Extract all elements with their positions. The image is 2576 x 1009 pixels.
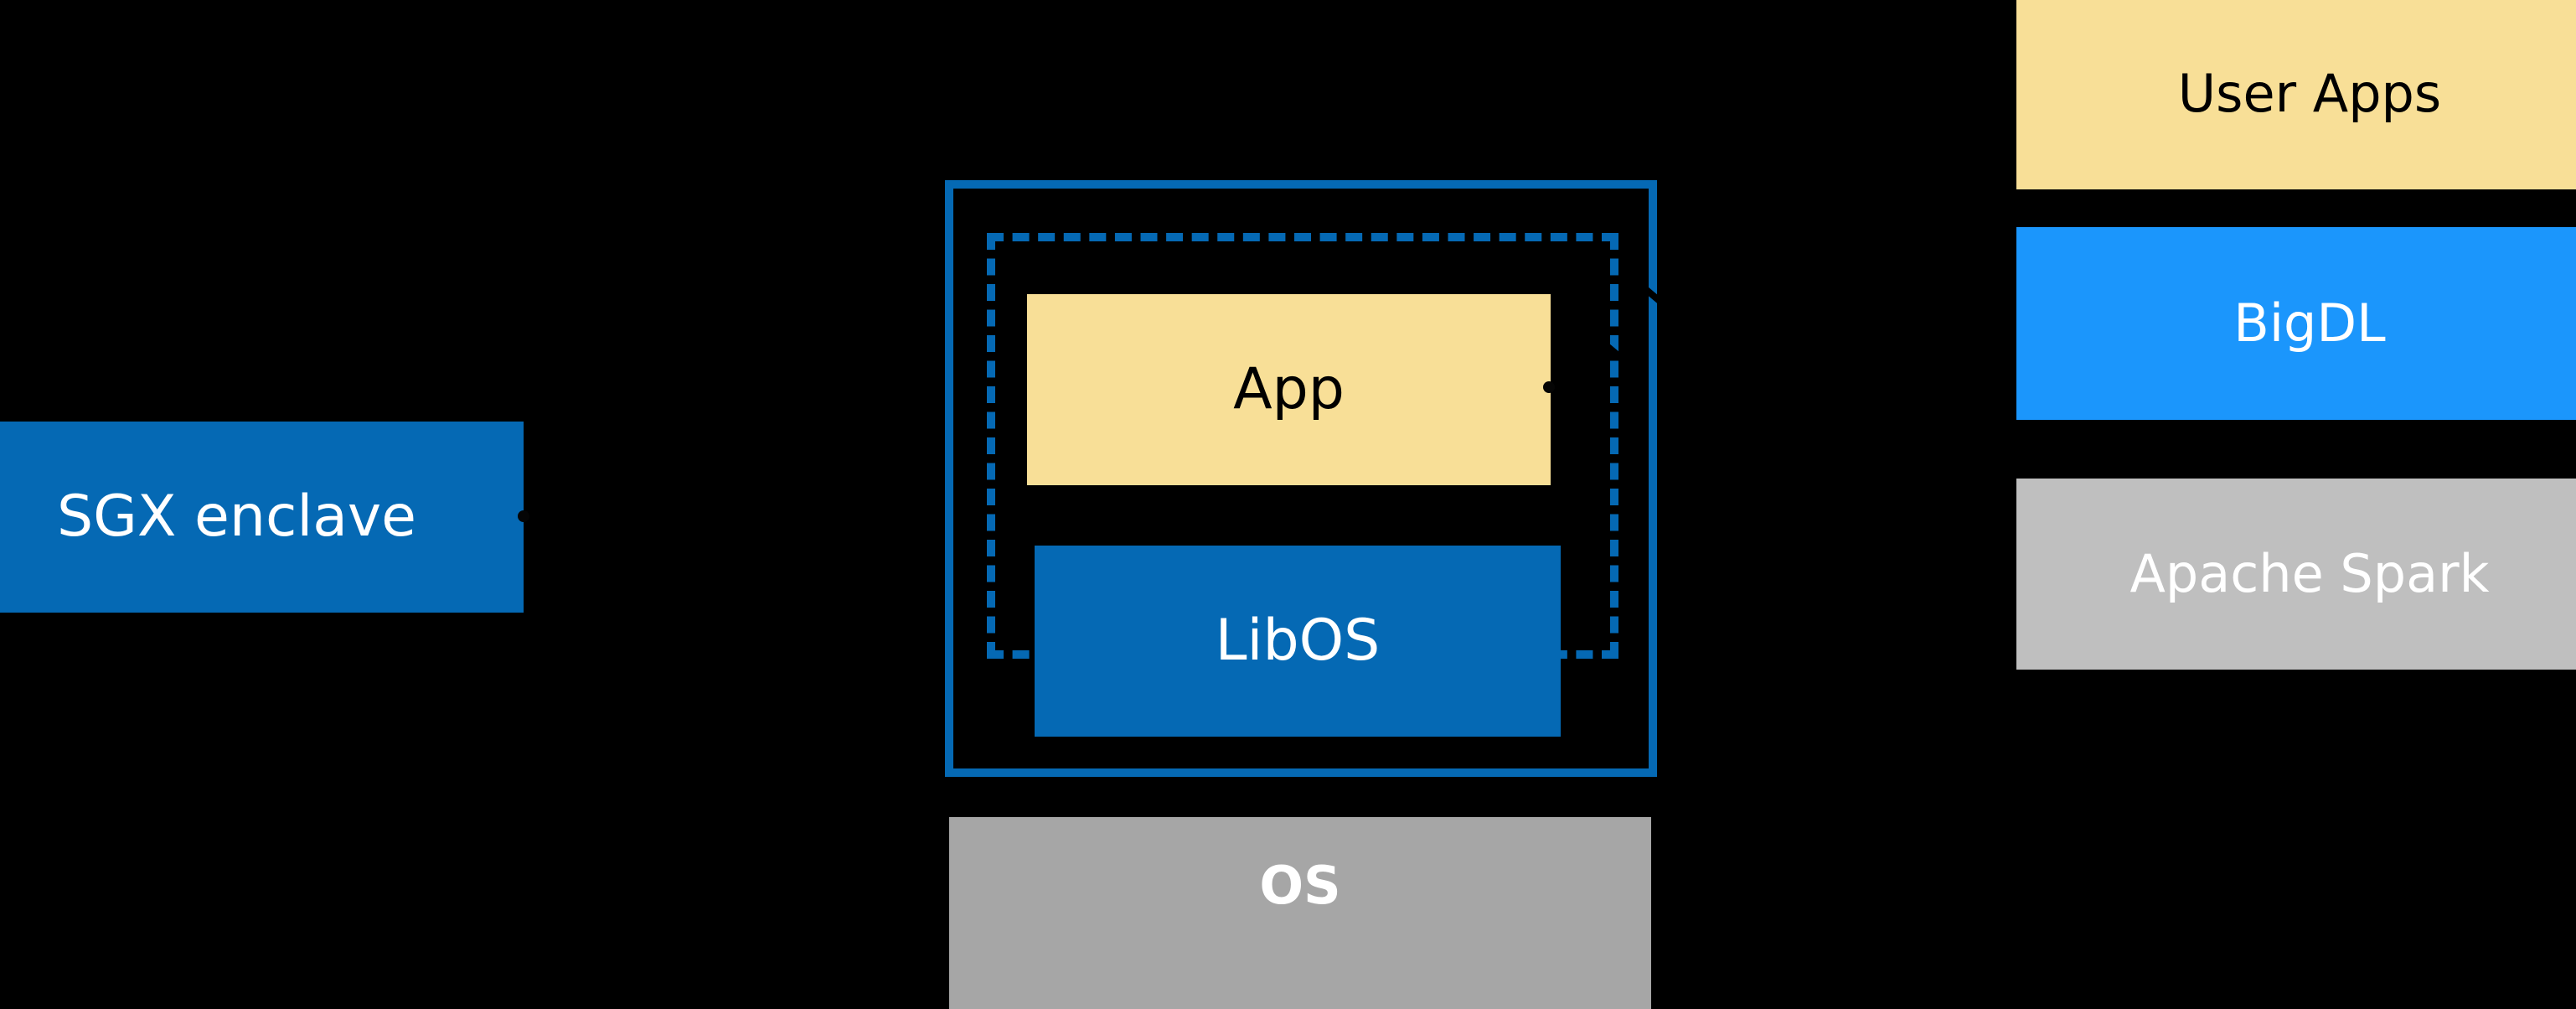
os-box: OS (949, 817, 1651, 1009)
app-label: App (1233, 355, 1345, 422)
app-to-user-apps-arrowhead-icon (1543, 381, 1555, 393)
app-box: App (1027, 294, 1551, 485)
apache-spark-label: Apache Spark (2129, 542, 2490, 604)
apache-spark-box: Apache Spark (2016, 479, 2576, 670)
libos-box: LibOS (1035, 546, 1561, 737)
sgx-enclave-label: SGX enclave (56, 483, 417, 550)
sgx-to-enclave-arrowhead-icon (518, 510, 529, 522)
user-apps-box: User Apps (2016, 0, 2576, 189)
user-apps-label: User Apps (2177, 62, 2442, 124)
libos-label: LibOS (1215, 607, 1381, 674)
sgx-enclave-box: SGX enclave (0, 422, 524, 613)
bigdl-label: BigDL (2233, 292, 2386, 354)
enclave-outline-container (945, 180, 1657, 777)
os-label: OS (1259, 855, 1341, 916)
bigdl-box: BigDL (2016, 227, 2576, 420)
